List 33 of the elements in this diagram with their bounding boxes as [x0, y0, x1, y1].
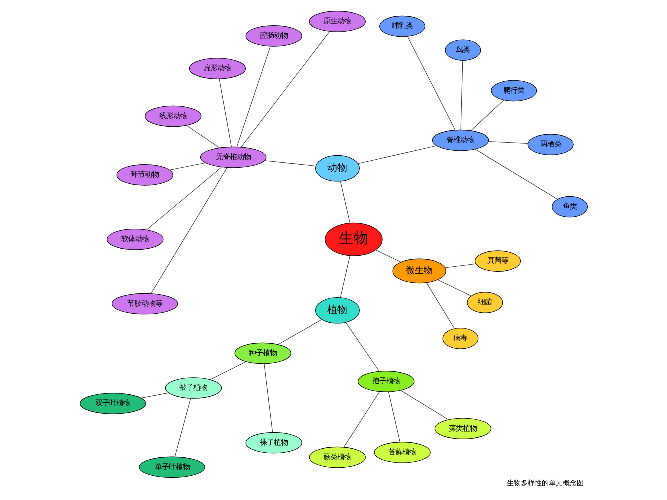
connector: [426, 282, 454, 329]
node-ellipse: 微生物: [392, 258, 446, 284]
connector: [340, 180, 350, 224]
connector: [407, 36, 456, 130]
connector: [400, 390, 448, 420]
node-ellipse: 生物: [324, 222, 382, 256]
connector: [169, 162, 206, 170]
connector: [140, 392, 168, 398]
connector: [470, 100, 504, 130]
connector: [358, 145, 436, 164]
connector: [345, 322, 380, 372]
connector: [388, 391, 400, 442]
connector: [186, 124, 220, 148]
node-ellipse: 动物: [314, 154, 360, 182]
connector: [340, 255, 350, 298]
connector: [375, 249, 402, 262]
connector: [343, 391, 380, 447]
connector: [236, 46, 270, 147]
node-ellipse: 植物: [314, 296, 360, 324]
connector: [474, 148, 558, 200]
connector: [210, 361, 246, 380]
connector: [146, 166, 222, 230]
connector: [444, 263, 476, 268]
connector: [150, 167, 228, 294]
connector: [264, 160, 316, 166]
connector: [488, 141, 528, 144]
connector: [264, 363, 273, 432]
connector: [437, 279, 472, 296]
connector: [460, 60, 463, 130]
connector: [278, 318, 322, 344]
connector: [218, 78, 232, 147]
connector: [174, 398, 191, 457]
connector: [240, 31, 330, 148]
